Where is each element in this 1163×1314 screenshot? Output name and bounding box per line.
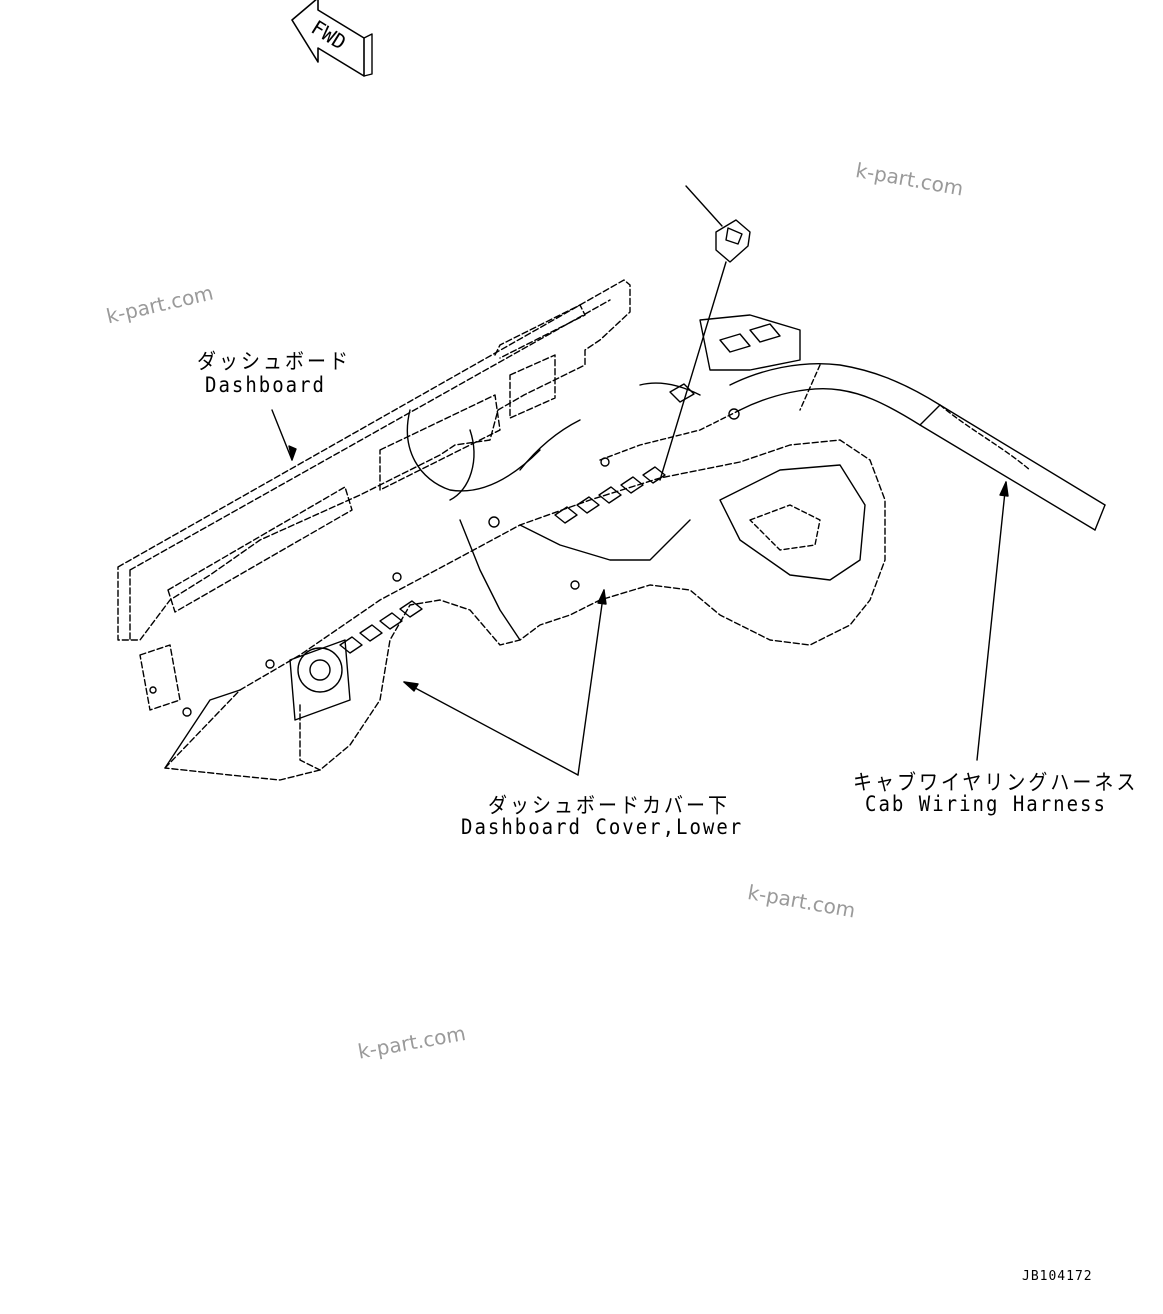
cover-lower-label-ja: ダッシュボードカバー下 xyxy=(488,793,731,819)
fan-unit xyxy=(289,639,351,721)
leader-dashboard xyxy=(271,409,297,461)
switch-row-lower xyxy=(339,600,423,654)
cab-wiring-harness xyxy=(406,314,1106,531)
drawing-code: JB104172 xyxy=(1022,1269,1093,1284)
dashboard-label-en: Dashboard xyxy=(205,373,326,398)
dashboard-cover-body xyxy=(164,409,886,781)
dashboard-label-ja: ダッシュボード xyxy=(197,349,352,375)
cab-harness-label-en: Cab Wiring Harness xyxy=(865,792,1107,817)
leader-cab-harness xyxy=(976,481,1009,761)
mounting-bolts xyxy=(149,408,740,717)
fwd-arrow-icon: FWD xyxy=(291,0,373,77)
dashboard-panel xyxy=(117,279,631,711)
connector-part xyxy=(659,185,751,481)
cover-lower-label-en: Dashboard Cover,Lower xyxy=(461,815,744,840)
leader-cover-lower xyxy=(403,589,607,776)
cab-harness-label-ja: キャブワイヤリングハーネス xyxy=(853,770,1139,796)
fwd-text: FWD xyxy=(307,15,350,54)
switch-row-upper xyxy=(554,466,666,524)
